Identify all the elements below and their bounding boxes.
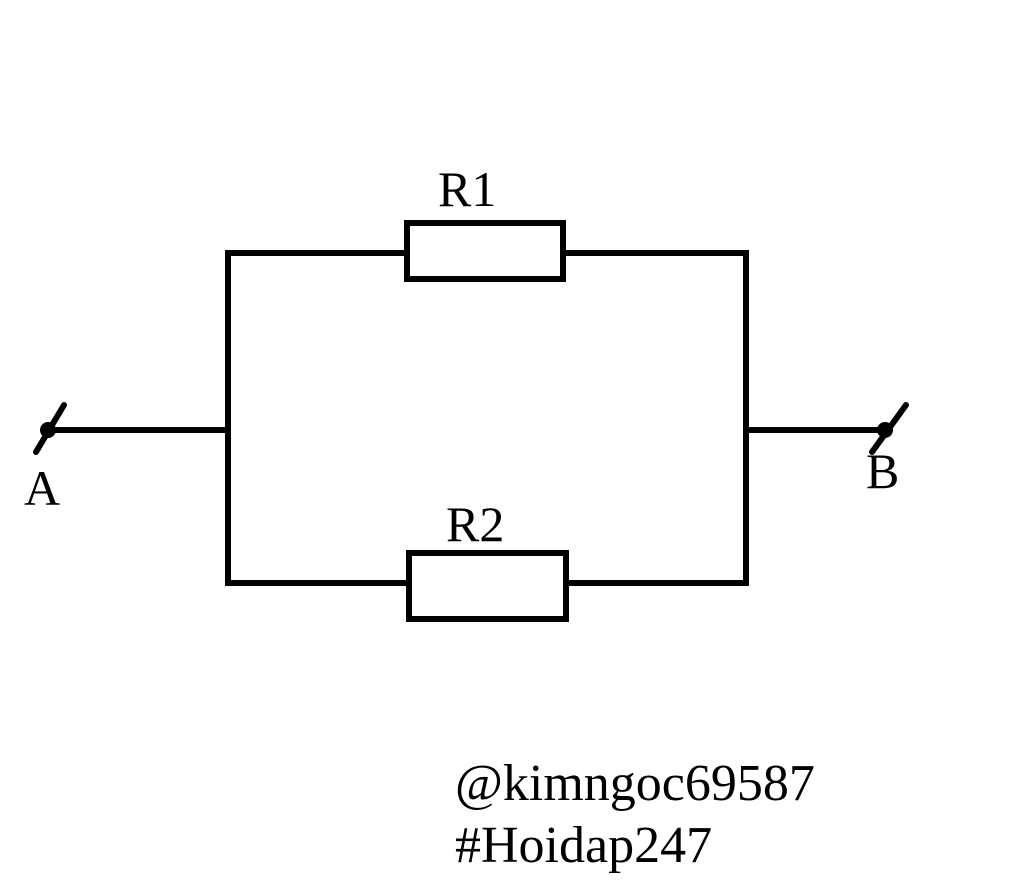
terminal-a-tick — [33, 402, 67, 455]
resistor-r1 — [404, 220, 566, 282]
terminal-a — [33, 402, 67, 455]
terminal-b-tick — [869, 402, 909, 455]
resistor-r1-label: R1 — [438, 161, 496, 217]
caption-username: @kimngoc69587 — [455, 755, 815, 812]
caption-hashtag: #Hoidap247 — [455, 817, 713, 874]
terminal-a-label: A — [24, 460, 60, 516]
terminal-b-label: B — [866, 443, 899, 499]
resistor-r2 — [406, 550, 569, 622]
resistor-r2-label: R2 — [446, 496, 504, 552]
terminal-b — [869, 402, 909, 455]
